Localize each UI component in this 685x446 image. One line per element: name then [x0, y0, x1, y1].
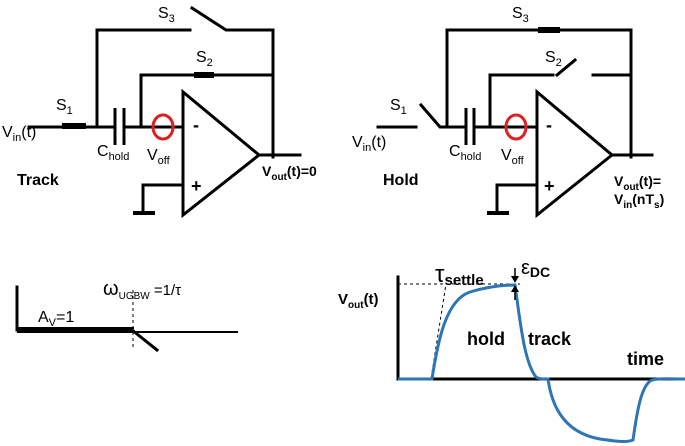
s3-switch-closed: [189, 5, 275, 159]
s2-label: S2: [545, 49, 562, 69]
opamp-triangle: [181, 88, 262, 219]
vout-label-line1: Vout(t)=: [614, 173, 661, 193]
s2-label: S2: [196, 49, 213, 69]
track-circuit: S3 S2 S1 Vin(t) Chold Voff - + Vout(t)=0…: [2, 5, 317, 219]
s1-label: S1: [56, 97, 73, 117]
hold-circuit: S3 S2 S1 Vin(t) Chold Voff - + Vout(t)= …: [352, 5, 664, 219]
plus-input-label: +: [544, 176, 555, 196]
minus-input-label: -: [193, 115, 199, 135]
voff-label: Voff: [501, 147, 525, 167]
vout-label-line2: Vin(nTs): [614, 191, 664, 211]
s1-label: S1: [390, 97, 407, 117]
omega-ugbw-label: ωUGBW =1/τ: [103, 278, 181, 302]
vout-label: Vout(t)=0: [262, 163, 317, 183]
time-axis-label: time: [627, 349, 664, 369]
vout-axis-label: Vout(t): [338, 291, 379, 311]
voff-label: Voff: [147, 147, 171, 167]
plus-input-label: +: [191, 176, 202, 196]
hold-capacitor: [464, 108, 476, 145]
settling-curve: [398, 283, 685, 444]
chold-label: Chold: [449, 143, 481, 163]
offset-source-circle: [151, 113, 175, 141]
hold-capacitor: [113, 108, 126, 145]
bode-sketch: AV=1 ωUGBW =1/τ: [15, 278, 238, 353]
epsilon-dc-label: εDC: [521, 257, 550, 280]
timing-waveform: Vout(t) τsettle εDC hold track time: [338, 257, 685, 444]
minus-input-label: -: [546, 115, 552, 135]
track-mode-label: Track: [17, 172, 59, 189]
vin-label: Vin(t): [352, 134, 386, 154]
vin-label: Vin(t): [2, 124, 36, 144]
s1-switch-open: [418, 102, 465, 129]
s2-switch-open: [554, 57, 578, 78]
s3-label: S3: [158, 5, 175, 25]
tau-settle-label: τsettle: [435, 261, 484, 289]
hold-mode-label: Hold: [383, 172, 419, 189]
hold-phase-label: hold: [467, 329, 505, 349]
s3-label: S3: [512, 5, 529, 25]
av-label: AV=1: [38, 309, 74, 329]
track-phase-label: track: [528, 329, 572, 349]
chold-label: Chold: [97, 143, 129, 163]
opamp-triangle: [535, 88, 615, 219]
offset-source-circle: [504, 113, 528, 141]
